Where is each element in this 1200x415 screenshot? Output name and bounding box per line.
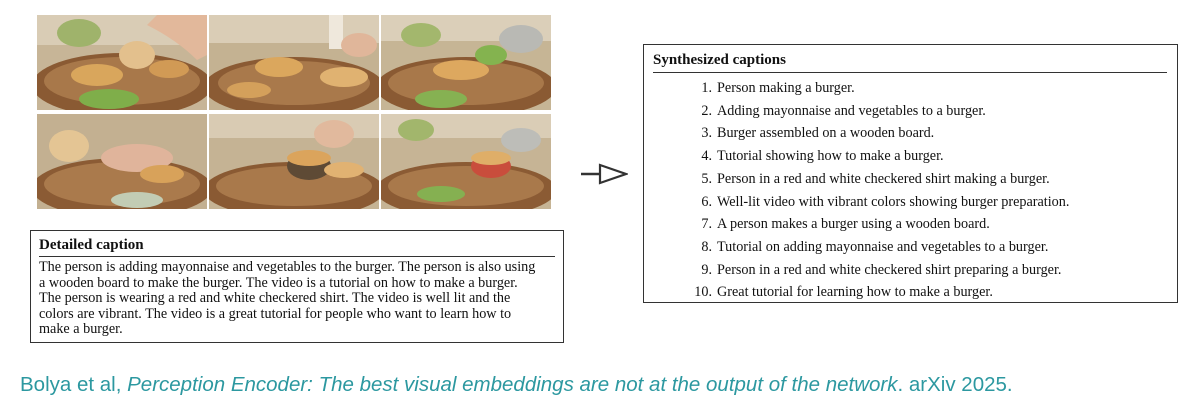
list-item-text: Tutorial showing how to make a burger.	[717, 148, 944, 165]
list-item: 10. Great tutorial for learning how to ma…	[653, 281, 1167, 304]
list-item: 9. Person in a red and white checkered sh…	[653, 259, 1167, 282]
detailed-caption-text: The person is adding mayonnaise and vege…	[39, 259, 555, 338]
list-item: 6. Well-lit video with vibrant colors sho…	[653, 191, 1167, 214]
list-item-text: Adding mayonnaise and vegetables to a bu…	[717, 102, 986, 119]
citation-venue: . arXiv 2025.	[897, 373, 1013, 396]
detailed-caption-line: colors are vibrant. The video is a great…	[39, 305, 512, 322]
list-item-number: 6.	[701, 193, 712, 210]
list-item: 2. Adding mayonnaise and vegetables to a …	[653, 100, 1167, 123]
video-frame-6	[381, 114, 551, 209]
video-frame-2	[209, 15, 379, 110]
list-item-text: A person makes a burger using a wooden b…	[717, 216, 990, 233]
list-item: 1. Person making a burger.	[653, 77, 1167, 100]
synthesized-captions-heading: Synthesized captions	[653, 51, 1167, 73]
right-arrow-icon	[581, 163, 628, 185]
citation-authors: Bolya et al,	[20, 373, 128, 396]
citation: Bolya et al, Perception Encoder: The bes…	[20, 372, 1013, 398]
list-item-number: 7.	[701, 216, 712, 233]
synthesized-captions-box: Synthesized captions 1. Person making a b…	[643, 44, 1178, 303]
list-item-number: 2.	[701, 102, 712, 119]
detailed-caption-heading: Detailed caption	[39, 236, 555, 257]
synthesized-captions-list: 1. Person making a burger. 2. Adding mayon…	[653, 77, 1167, 304]
detailed-caption-line: make a burger.	[39, 321, 123, 338]
list-item-text: Person in a red and white checkered shir…	[717, 261, 1062, 278]
list-item-number: 4.	[701, 148, 712, 165]
list-item-text: Tutorial on adding mayonnaise and vegeta…	[717, 238, 1049, 255]
video-frame-4	[37, 114, 207, 209]
detailed-caption-line: The person is wearing a red and white ch…	[39, 290, 511, 307]
detailed-caption-line: The person is adding mayonnaise and vege…	[39, 259, 536, 275]
list-item-number: 1.	[701, 80, 712, 96]
list-item-text: Great tutorial for learning how to make …	[717, 284, 993, 301]
list-item-text: Well-lit video with vibrant colors showi…	[717, 193, 1070, 210]
list-item-number: 5.	[701, 170, 712, 187]
citation-title: Perception Encoder: The best visual embe…	[127, 373, 898, 396]
video-frame-5	[209, 114, 379, 209]
list-item-text: Person making a burger.	[717, 80, 855, 96]
list-item: 7. A person makes a burger using a wooden…	[653, 213, 1167, 236]
video-frame-1	[37, 15, 207, 110]
detailed-caption-box: Detailed caption The person is adding ma…	[30, 230, 564, 343]
list-item: 8. Tutorial on adding mayonnaise and vege…	[653, 236, 1167, 259]
list-item-number: 9.	[701, 261, 712, 278]
list-item-number: 8.	[701, 238, 712, 255]
list-item-number: 3.	[701, 125, 712, 142]
list-item-text: Person in a red and white checkered shir…	[717, 170, 1050, 187]
list-item-text: Burger assembled on a wooden board.	[717, 125, 935, 142]
video-frame-3	[381, 15, 551, 110]
detailed-caption-line: a wooden board to make the burger. The v…	[39, 274, 518, 291]
video-frames-grid	[37, 15, 551, 209]
list-item-number: 10.	[694, 284, 712, 301]
list-item: 4. Tutorial showing how to make a burger.	[653, 145, 1167, 168]
list-item: 3. Burger assembled on a wooden board.	[653, 122, 1167, 145]
list-item: 5. Person in a red and white checkered sh…	[653, 168, 1167, 191]
